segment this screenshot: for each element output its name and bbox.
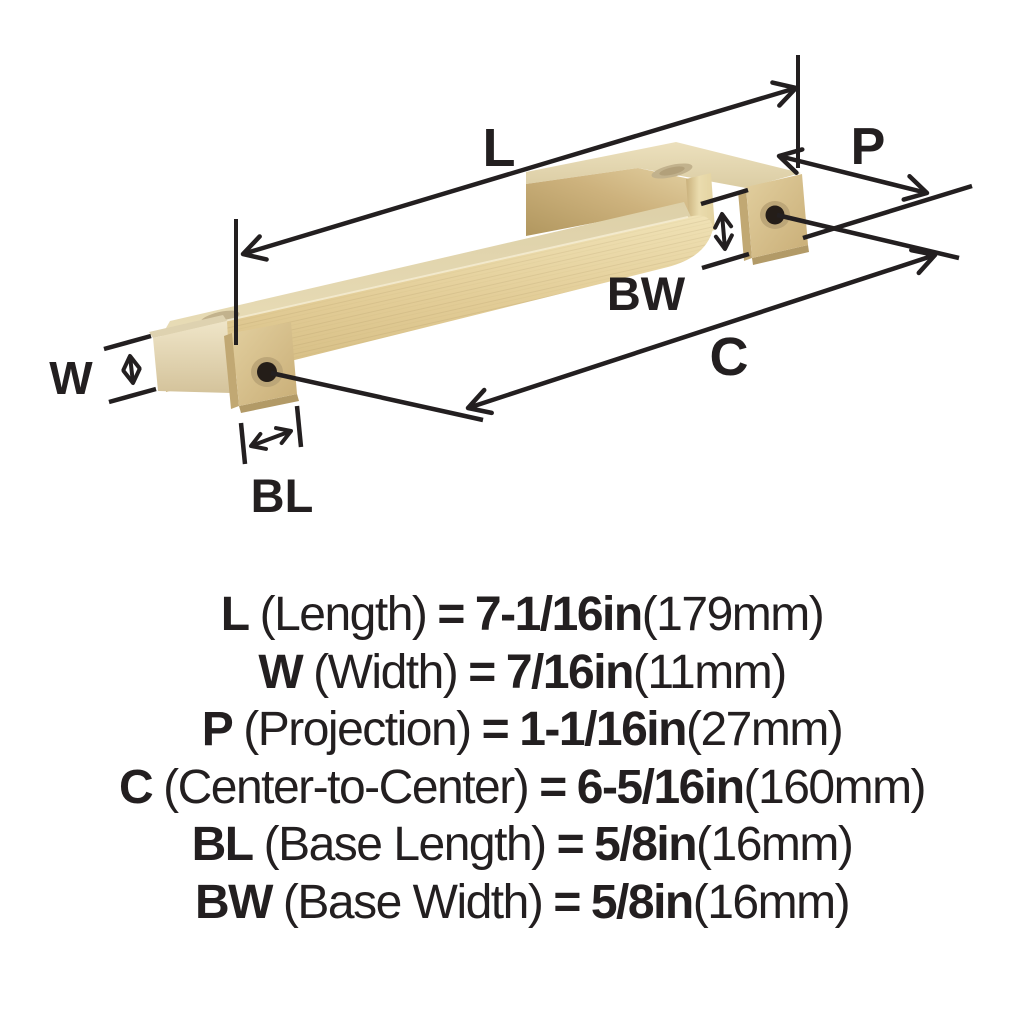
spec-symbol: C [118,760,154,814]
spec-metric: (160mm) [743,760,927,814]
spec-list: L(Length)=7-1/16in(179mm) W(Width)=7/16i… [20,586,1024,931]
dim-label-projection: P [851,118,886,176]
dim-arrow-base-width [713,212,734,251]
spec-row-center-to-center: C(Center-to-Center)=6-5/16in(160mm) [20,759,1024,817]
spec-equals: = [481,703,510,756]
spec-equals: = [553,875,581,929]
spec-metric: (11mm) [632,645,787,699]
dim-label-center-to-center: C [710,327,749,387]
left-screw-hole [257,362,277,382]
spec-metric: (27mm) [685,703,844,756]
spec-metric: (179mm) [641,588,825,641]
dim-line-center-to-center [465,247,938,416]
spec-row-base-length: BL(Base Length)=5/8in(16mm) [20,816,1024,874]
dim-label-width: W [49,352,93,404]
base-width-tick-bottom [701,251,750,271]
spec-row-length: L(Length)=7-1/16in(179mm) [20,586,1024,644]
spec-value: 7/16in [505,645,635,699]
width-tick-top [103,333,152,352]
spec-equals: = [437,588,465,641]
spec-descriptor: (Length) [259,588,428,641]
spec-symbol: W [258,645,303,699]
spec-value: 5/8in [590,875,694,929]
dim-arrow-base-length [249,426,293,451]
base-length-tick-left [238,422,248,465]
spec-row-width: W(Width)=7/16in(11mm) [20,644,1024,702]
left-base-side-face [224,333,239,409]
dim-label-length: L [483,118,516,178]
spec-value: 1-1/16in [519,703,687,756]
spec-descriptor: (Center-to-Center) [163,760,530,814]
handle-end-top-sliver [149,315,227,338]
spec-row-projection: P(Projection)=1-1/16in(27mm) [20,701,1024,759]
spec-equals: = [468,645,496,699]
spec-symbol: L [220,588,250,641]
spec-value: 6-5/16in [576,760,745,814]
spec-row-base-width: BW(Base Width)=5/8in(16mm) [20,874,1024,932]
dim-label-base-width: BW [607,267,686,320]
base-length-tick-right [294,405,304,448]
spec-descriptor: (Projection) [243,703,472,756]
left-hole-leader-line [270,370,484,423]
dimension-annotations [103,55,973,465]
width-tick-bottom [108,386,157,405]
spec-value: 5/8in [594,818,697,871]
spec-equals: = [539,760,567,814]
dim-label-base-length: BL [251,469,314,522]
handle-dimension-diagram: L P BW C W BL [49,55,973,522]
spec-value: 7-1/16in [474,588,643,641]
spec-symbol: BW [194,875,273,929]
dim-line-projection [776,147,930,202]
handle-end-face [153,321,231,393]
base-width-tick-top [700,187,749,207]
projection-reference-line [802,183,973,241]
spec-symbol: P [201,703,234,756]
spec-symbol: BL [191,818,254,871]
spec-metric: (16mm) [696,818,854,871]
left-base-bottom-face [239,394,299,413]
spec-equals: = [556,818,585,871]
spec-metric: (16mm) [692,875,851,929]
dim-line-length [240,80,799,262]
spec-descriptor: (Base Width) [282,875,544,929]
spec-descriptor: (Base Length) [263,818,548,871]
spec-descriptor: (Width) [313,645,459,699]
dim-arrow-width [121,354,142,385]
